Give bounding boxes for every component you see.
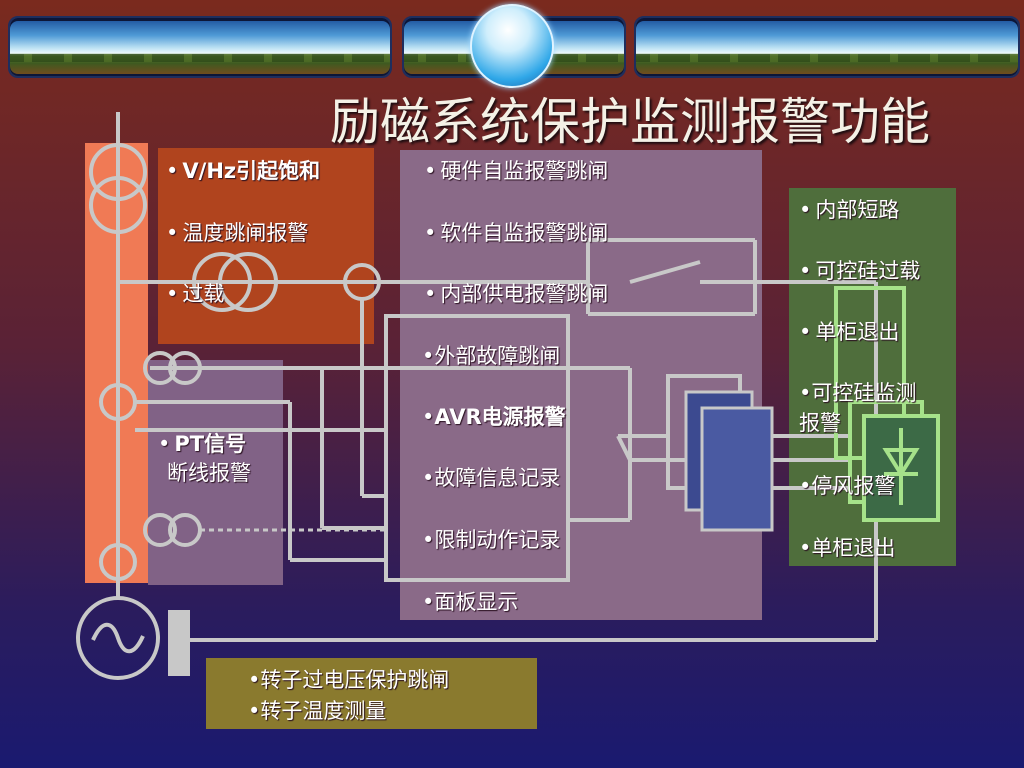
rotor-item-1: •转子过电压保护跳闸 bbox=[248, 668, 450, 692]
green-item-3: •单柜退出 bbox=[799, 320, 900, 344]
regulator-alarm-box bbox=[400, 150, 762, 620]
green-item-4-cont: 报警 bbox=[799, 411, 841, 435]
generator-icon bbox=[76, 596, 160, 680]
rotor-item-2: •转子温度测量 bbox=[248, 699, 387, 723]
main-item-4: •外部故障跳闸 bbox=[422, 344, 561, 368]
transformer-top-icon bbox=[89, 143, 147, 201]
switch-icon bbox=[629, 260, 701, 284]
slip-ring-icon bbox=[168, 610, 190, 676]
main-item-2: •软件自监报警跳闸 bbox=[424, 221, 609, 245]
green-item-6: •单柜退出 bbox=[799, 536, 896, 560]
green-item-5: •停风报警 bbox=[799, 474, 896, 498]
globe-logo bbox=[470, 4, 554, 88]
banner-right bbox=[634, 16, 1020, 78]
main-item-1: •硬件自监报警跳闸 bbox=[424, 159, 609, 183]
ct-lower-icon bbox=[99, 543, 137, 581]
vhz-item-3: •过载 bbox=[166, 282, 225, 306]
pt-line-2: 断线报警 bbox=[167, 461, 251, 485]
page-title: 励磁系统保护监测报警功能 bbox=[330, 93, 930, 151]
pt-signal-box bbox=[148, 360, 283, 585]
green-item-2: •可控硅过载 bbox=[799, 259, 921, 283]
green-item-1: •内部短路 bbox=[799, 198, 900, 222]
pt-upper-icon bbox=[143, 351, 177, 385]
vhz-protection-box bbox=[158, 148, 374, 344]
banner-left bbox=[8, 16, 392, 78]
main-item-8: •面板显示 bbox=[422, 590, 519, 614]
ct-pair-icon bbox=[192, 252, 252, 312]
pt-lower-icon bbox=[143, 513, 177, 547]
main-item-5: •AVR电源报警 bbox=[422, 405, 566, 429]
main-item-7: •限制动作记录 bbox=[422, 528, 561, 552]
rotor-protection-box bbox=[206, 658, 537, 729]
pt-line-1: •PT信号 bbox=[158, 432, 247, 456]
vhz-item-1: •V/Hz引起饱和 bbox=[166, 159, 321, 183]
main-item-6: •故障信息记录 bbox=[422, 466, 561, 490]
vhz-item-2: •温度跳闸报警 bbox=[166, 221, 309, 245]
main-item-3: •内部供电报警跳闸 bbox=[424, 282, 609, 306]
green-item-4: •可控硅监测 bbox=[799, 381, 917, 405]
